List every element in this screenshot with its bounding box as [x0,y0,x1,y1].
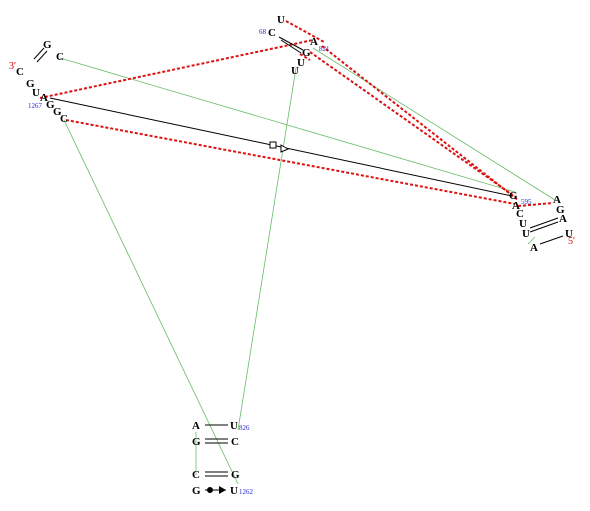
num-595: 595 [521,198,532,206]
nt-c68: C [268,27,276,39]
nt-3c2: C [16,66,24,78]
pair-right-3 [539,235,564,245]
gu-circle-symbol [207,487,213,493]
green-line-2 [312,47,556,201]
num-68: 68 [259,28,267,36]
nucleotides: G C C G U A G G C U C A G U U G A C U A … [16,14,573,497]
pair-right-1 [529,217,559,229]
num-821: 821 [319,45,330,53]
nt-g-b3: G [192,485,201,497]
nt-g-b1: G [192,436,201,448]
nt-a821: A [310,36,318,48]
nt-a-r4: A [530,242,538,254]
nt-u-t2: U [291,65,299,77]
red-dashed-6 [517,202,554,207]
pair-left-1 [33,47,45,60]
gu-arrow-symbol [219,486,226,494]
nt-3g: G [43,39,52,51]
nt-u-r1: U [519,218,527,230]
nt-a-r2: A [553,194,561,206]
green-line-6 [527,236,536,245]
nt-3g2: G [26,78,35,90]
nt-c-b1: C [231,436,239,448]
black-interaction-line [49,97,513,197]
nt-g1: G [46,99,55,111]
nt-a-r1: A [512,200,520,212]
nt-a-bl: A [192,420,200,432]
nt-a1268: A [40,92,48,104]
nt-u1262: U [230,485,238,497]
nt-u-t1: U [297,57,305,69]
nt-u-top: U [277,14,285,26]
nt-u-r2: U [565,228,573,240]
green-line-3 [237,67,297,431]
num-1262: 1262 [239,488,254,496]
nt-g-b2: G [231,469,240,481]
base-pair-lines [33,36,564,491]
red-dashed-3 [285,20,325,43]
nt-u1267: U [32,87,40,99]
green-line-1 [59,57,516,193]
nt-g-top: G [302,47,311,59]
red-dashed-interactions [39,20,554,207]
nt-c-r: C [516,208,524,220]
nt-c1: C [60,113,68,125]
nt-g595: G [509,190,518,202]
five-prime-label: 5' [568,236,575,247]
pair-left-2 [36,50,48,63]
position-numbers: 68 821 1267 595 826 1262 [28,28,532,496]
nt-g2: G [53,106,62,118]
green-line-4 [63,119,239,485]
nt-u-r3: U [522,228,530,240]
red-dashed-5 [321,45,519,201]
pair-top-2 [280,39,302,54]
triangle-symbol [280,144,290,153]
num-826: 826 [239,424,250,432]
nt-3c1: C [56,51,64,63]
three-prime-label: 3' [9,61,16,72]
num-1267: 1267 [28,102,43,110]
green-interaction-lines [59,47,556,485]
nt-u826: U [230,420,238,432]
red-dashed-4 [309,51,515,197]
pair-right-2 [529,221,559,233]
red-dashed-7 [299,53,311,61]
square-symbol [269,141,277,149]
red-dashed-2 [65,119,516,205]
nt-g-r: G [556,204,565,216]
nt-a-r3: A [559,213,567,225]
pair-top-1 [278,36,304,51]
nt-c-b2: C [192,469,200,481]
red-dashed-1 [39,39,314,99]
